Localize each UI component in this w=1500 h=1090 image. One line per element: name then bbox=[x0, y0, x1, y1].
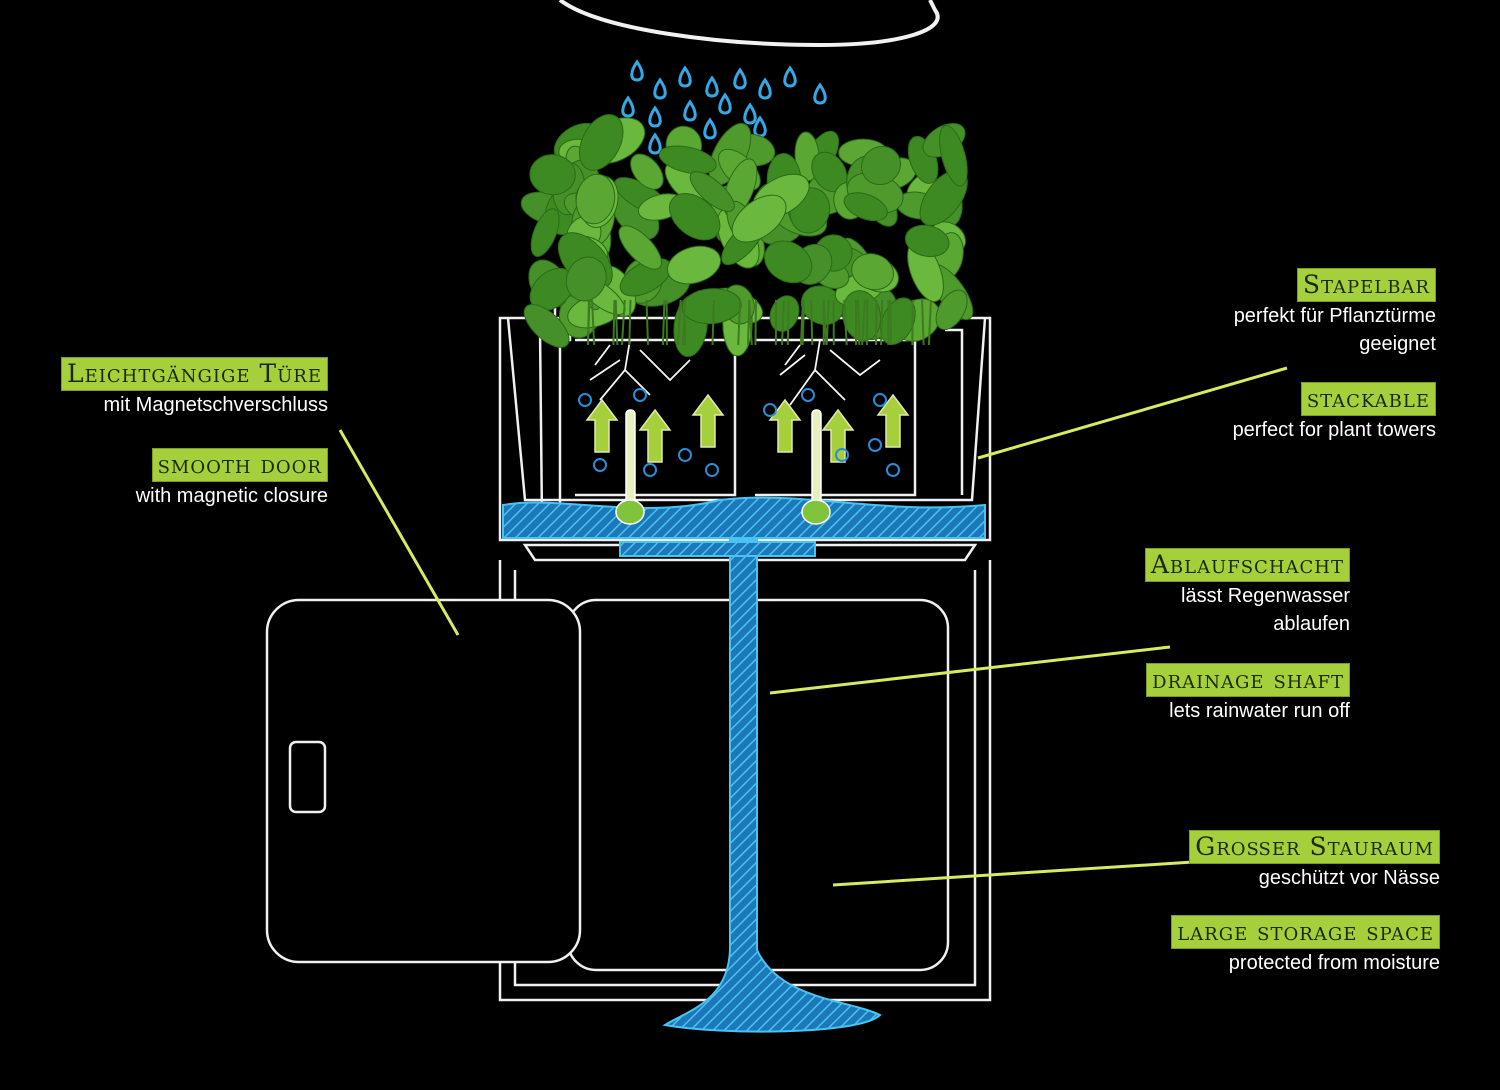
cabinet-door bbox=[265, 598, 582, 964]
storage-pointer-line bbox=[832, 860, 1194, 887]
cloud-icon bbox=[558, 0, 940, 48]
drain-label-de: Ablaufschacht lässt Regenwasser ablaufen bbox=[1144, 548, 1350, 638]
door-label-de: Leichtgängige Türe mit Magnetschverschlu… bbox=[61, 357, 328, 419]
door-pointer-line bbox=[338, 429, 460, 636]
storage-tag-de: Großer Stauraum bbox=[1189, 830, 1440, 864]
water-rise-arrows-icon bbox=[585, 393, 910, 463]
stack-desc-de-2: geeignet bbox=[1359, 333, 1436, 355]
stack-tag-en: stackable bbox=[1300, 382, 1436, 416]
door-desc-de: mit Magnetschverschluss bbox=[103, 394, 328, 416]
door-handle-icon bbox=[288, 740, 327, 814]
stack-label-de: Stapelbar perfekt für Pflanztürme geeign… bbox=[1234, 268, 1436, 358]
drain-desc-de-1: lässt Regenwasser bbox=[1181, 585, 1350, 607]
roots bbox=[589, 339, 881, 406]
wick bbox=[615, 409, 831, 525]
stack-tag-de: Stapelbar bbox=[1296, 268, 1436, 302]
drain-tag-de: Ablaufschacht bbox=[1144, 548, 1350, 582]
stack-pointer-line bbox=[977, 366, 1288, 460]
storage-label-en: large storage space protected from moist… bbox=[1171, 915, 1440, 977]
storage-desc-en: protected from moisture bbox=[1228, 952, 1440, 974]
water-bubbles-icon bbox=[578, 388, 900, 477]
storage-desc-de: geschützt vor Nässe bbox=[1258, 867, 1440, 889]
door-label-en: smooth door with magnetic closure bbox=[136, 448, 328, 510]
door-tag-de: Leichtgängige Türe bbox=[61, 357, 328, 391]
drain-tag-en: drainage shaft bbox=[1146, 663, 1350, 697]
storage-label-de: Großer Stauraum geschützt vor Nässe bbox=[1189, 830, 1440, 892]
stack-desc-en: perfect for plant towers bbox=[1232, 419, 1436, 441]
door-tag-en: smooth door bbox=[151, 448, 328, 482]
drain-label-en: drainage shaft lets rainwater run off bbox=[1146, 663, 1350, 725]
water-reservoir bbox=[502, 496, 986, 539]
storage-tag-en: large storage space bbox=[1171, 915, 1440, 949]
drain-desc-de-2: ablaufen bbox=[1273, 613, 1350, 635]
drain-pointer-line bbox=[769, 645, 1171, 695]
door-desc-en: with magnetic closure bbox=[135, 485, 328, 507]
drain-desc-en: lets rainwater run off bbox=[1169, 700, 1350, 722]
basil-plants bbox=[520, 114, 974, 358]
drainage-shaft bbox=[662, 539, 882, 1033]
stack-desc-de-1: perfekt für Pflanztürme bbox=[1233, 305, 1436, 327]
stack-label-en: stackable perfect for plant towers bbox=[1233, 382, 1436, 444]
